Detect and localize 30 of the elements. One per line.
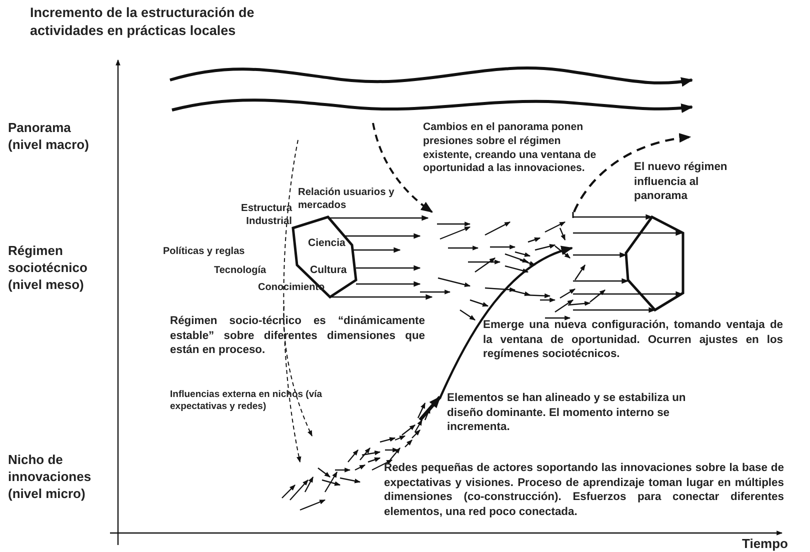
annotation-text: Políticas y reglas bbox=[163, 245, 246, 258]
annotation-text: Redes pequeñas de actores soportando las innovaciones sobre la base de expectativas y visiones. Proceso de aprendizaje toman lugar en múltiples dimensiones (co-construcción). Esfuerzos para conectar diferentes elementos, una red poco conectada. bbox=[384, 461, 784, 520]
annotation-text: Nicho de innovaciones (nivel micro) bbox=[8, 452, 92, 503]
annotation-text: Tecnología bbox=[214, 264, 268, 277]
annotation-text: Incremento de la estructuración de actividades en prácticas locales bbox=[30, 4, 256, 40]
arrow bbox=[345, 233, 421, 239]
arrow bbox=[353, 247, 401, 253]
arrow bbox=[573, 278, 629, 284]
arrow bbox=[573, 214, 653, 220]
arrow bbox=[573, 252, 627, 258]
arrow bbox=[328, 215, 429, 221]
annotation-text: Elementos se han alineado y se estabiliza un diseño dominante. El momento interno se incrementa. bbox=[447, 391, 687, 435]
annotation-text: Panorama (nivel macro) bbox=[8, 120, 90, 154]
annotation-text: Régimen socio-técnico es “dinámicamente estable” sobre diferentes dimensiones que están en proceso. bbox=[170, 314, 425, 358]
arrow bbox=[573, 230, 683, 236]
regime-hexagon bbox=[624, 214, 686, 312]
arrow bbox=[356, 265, 421, 271]
annotation-text: Régimen sociotécnico (nivel meso) bbox=[8, 243, 88, 294]
arrow bbox=[573, 291, 683, 297]
annotation-text: Cambios en el panorama ponen presiones sobre el régimen existente, creando una ventana de oportunidad a las innovaciones. bbox=[423, 121, 598, 176]
annotation-text: Emerge una nueva configuración, tomando ventaja de la ventana de oportunidad. Ocurren ajustes en los regímenes sociotécnicos. bbox=[483, 318, 783, 362]
arrow bbox=[356, 281, 421, 287]
annotation-text: El nuevo régimen influencia al panorama bbox=[634, 160, 728, 204]
dimension-label: Cultura bbox=[310, 264, 347, 276]
annotation-text: Tiempo bbox=[742, 536, 789, 552]
arrow bbox=[573, 307, 656, 313]
dimension-label: Ciencia bbox=[308, 237, 346, 249]
arrow bbox=[331, 294, 433, 300]
annotation-text: Estructura Industrial bbox=[240, 202, 292, 228]
annotation-text: Relación usuarios y mercados bbox=[298, 186, 396, 212]
